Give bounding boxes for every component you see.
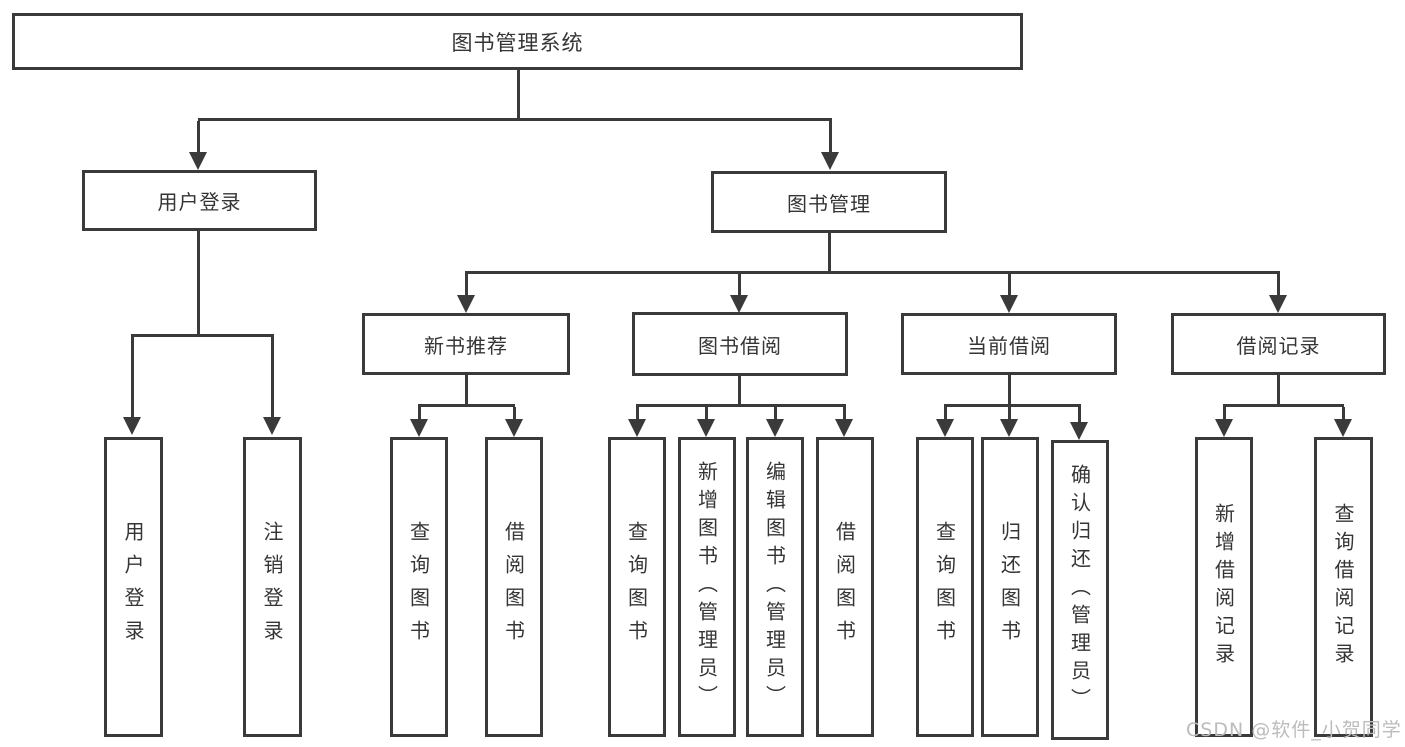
arrowhead-icon: [410, 419, 428, 437]
node-user-login: 用户登录: [82, 170, 317, 231]
arrowhead-icon: [505, 419, 523, 437]
arrowhead-icon: [835, 419, 853, 437]
arrowhead-icon: [1070, 422, 1088, 440]
leaf-confirm-return-admin: 确认归还（管理员）: [1051, 440, 1109, 740]
arrowhead-icon: [1269, 295, 1287, 313]
leaf-borrow-books-borrowing: 借阅图书: [816, 437, 874, 737]
arrowhead-icon: [123, 417, 141, 435]
arrowhead-icon: [263, 417, 281, 435]
connector-leaf-stub: [1342, 407, 1345, 419]
connector-root-vertical: [517, 70, 520, 121]
connector-current-children-horizontal: [944, 404, 1081, 407]
connector-recommend-children-horizontal: [418, 404, 515, 407]
connector-leaf-stub: [843, 407, 846, 419]
connector-leaf-stub: [944, 407, 947, 419]
arrowhead-icon: [628, 419, 646, 437]
leaf-query-borrow-record: 查询借阅记录: [1314, 437, 1373, 737]
leaf-query-books-borrowing: 查询图书: [608, 437, 666, 737]
node-book-management: 图书管理: [711, 171, 947, 233]
arrowhead-icon: [697, 419, 715, 437]
arrowhead-icon: [189, 152, 207, 170]
leaf-add-borrow-record: 新增借阅记录: [1195, 437, 1253, 737]
connector-leaf-stub: [1223, 407, 1226, 419]
arrowhead-icon: [1334, 419, 1352, 437]
node-borrowing-records: 借阅记录: [1171, 313, 1386, 375]
arrowhead-icon: [1000, 419, 1018, 437]
connector-level1-horizontal: [198, 118, 832, 121]
leaf-borrow-books-recommend: 借阅图书: [485, 437, 543, 737]
arrowhead-icon: [730, 295, 748, 313]
arrowhead-icon: [457, 295, 475, 313]
connector-leaf-stub: [418, 407, 421, 419]
arrowhead-icon: [936, 419, 954, 437]
connector-l3-stub: [465, 274, 468, 295]
connector-l3-stub: [1008, 274, 1011, 295]
csdn-watermark: CSDN @软件_小贺同学: [1186, 719, 1402, 741]
connector-records-children-horizontal: [1223, 404, 1344, 407]
leaf-query-books-current: 查询图书: [916, 437, 974, 737]
connector-current-down: [1008, 375, 1011, 407]
connector-book-mgmt-down: [828, 233, 831, 274]
connector-leaf-stub: [513, 407, 516, 419]
leaf-edit-book-admin: 编辑图书（管理员）: [746, 437, 804, 737]
arrowhead-icon: [1000, 295, 1018, 313]
connector-leaf-stub: [774, 407, 777, 419]
node-new-book-recommendation: 新书推荐: [362, 313, 570, 375]
connector-user-login-down: [197, 231, 200, 337]
connector-leaf-stub: [636, 407, 639, 419]
connector-borrowing-down: [738, 376, 741, 407]
connector-leaf-stub: [1008, 407, 1011, 419]
arrowhead-icon: [821, 152, 839, 170]
connector-book-mgmt-stub: [829, 121, 832, 152]
connector-recommend-down: [465, 375, 468, 407]
connector-level2-horizontal: [465, 271, 1280, 274]
connector-leaf-stub: [271, 337, 274, 418]
connector-borrowing-children-horizontal: [636, 404, 846, 407]
leaf-logout: 注销登录: [243, 437, 302, 737]
node-book-borrowing: 图书借阅: [632, 312, 848, 376]
connector-leaf-stub: [1078, 407, 1081, 422]
node-current-borrowing: 当前借阅: [901, 313, 1117, 375]
leaf-user-login: 用户登录: [104, 437, 163, 737]
connector-l3-stub: [738, 274, 741, 295]
node-library-management-system: 图书管理系统: [12, 13, 1023, 70]
connector-l3-stub: [1277, 274, 1280, 295]
leaf-add-book-admin: 新增图书（管理员）: [678, 437, 736, 737]
leaf-return-book: 归还图书: [981, 437, 1039, 737]
connector-leaf-stub: [131, 337, 134, 418]
leaf-query-books-recommend: 查询图书: [390, 437, 448, 737]
arrowhead-icon: [766, 419, 784, 437]
connector-user-login-stub: [197, 121, 200, 152]
connector-records-down: [1277, 375, 1280, 407]
connector-user-login-children-horizontal: [131, 334, 274, 337]
arrowhead-icon: [1215, 419, 1233, 437]
connector-leaf-stub: [705, 407, 708, 419]
